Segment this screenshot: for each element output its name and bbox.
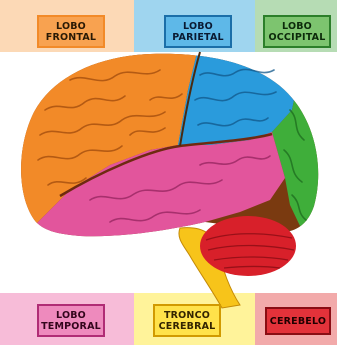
parietal-lobe-label: LOBO PARIETAL [164, 15, 232, 48]
frontal-lobe-label: LOBO FRONTAL [37, 15, 105, 48]
temporal-lobe-label: LOBO TEMPORAL [37, 304, 105, 337]
cerebellum-label: CEREBELO [265, 307, 331, 335]
brainstem-label: TRONCO CEREBRAL [153, 304, 221, 337]
occipital-lobe-label: LOBO OCCIPITAL [263, 15, 331, 48]
